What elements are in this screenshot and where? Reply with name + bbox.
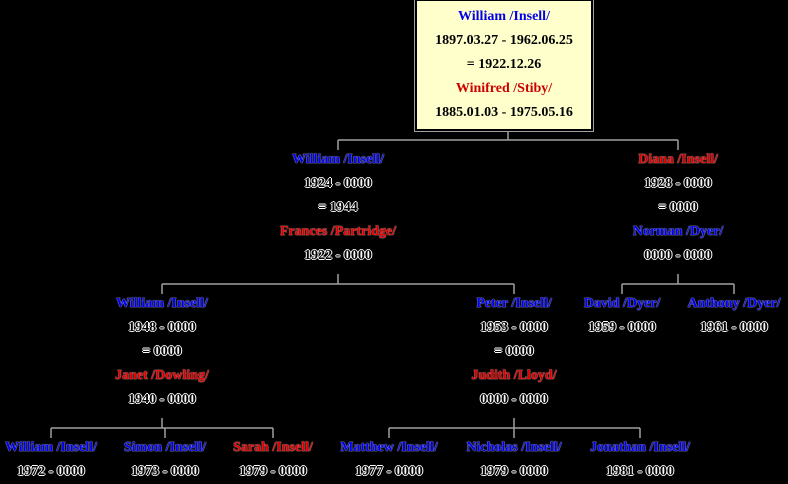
person-name[interactable]: Matthew /Insell/ bbox=[340, 440, 438, 455]
person-name[interactable]: William /Insell/ bbox=[292, 152, 384, 167]
person-name[interactable]: Jonathan /Insell/ bbox=[590, 440, 690, 455]
person-dates: 1924 - 0000 bbox=[304, 176, 372, 191]
person-dates: 1948 - 0000 bbox=[128, 320, 196, 335]
family-peter-judith: Peter /Insell/ 1953 - 0000 = 0000 Judith… bbox=[471, 292, 556, 412]
spouse-name[interactable]: Judith /Lloyd/ bbox=[471, 368, 557, 383]
connector-william-1948-children bbox=[50, 418, 274, 438]
person-dates: 1981 - 0000 bbox=[606, 464, 674, 479]
person-dates: 1928 - 0000 bbox=[644, 176, 712, 191]
person-name[interactable]: Peter /Insell/ bbox=[476, 296, 552, 311]
person-simon-insell: Simon /Insell/ 1973 - 0000 bbox=[124, 436, 206, 484]
person-name[interactable]: Sarah /Insell/ bbox=[233, 440, 313, 455]
spouse-dates: 0000 - 0000 bbox=[644, 248, 712, 263]
spouse-dates: 1940 - 0000 bbox=[128, 392, 196, 407]
person-dates: 1961 - 0000 bbox=[700, 320, 768, 335]
person-name[interactable]: Anthony /Dyer/ bbox=[687, 296, 781, 311]
spouse-name[interactable]: Frances /Partridge/ bbox=[279, 224, 397, 239]
family-william-frances: William /Insell/ 1924 - 0000 = 1944 Fran… bbox=[280, 148, 396, 268]
person-dates: 1959 - 0000 bbox=[588, 320, 656, 335]
spouse-name[interactable]: Norman /Dyer/ bbox=[632, 224, 724, 239]
spouse-dates: 0000 - 0000 bbox=[480, 392, 548, 407]
connector-root-children bbox=[337, 132, 679, 150]
spouse-name[interactable]: Winifred /Stiby/ bbox=[455, 81, 553, 96]
family-diana-norman: Diana /Insell/ 1928 - 0000 = 0000 Norman… bbox=[633, 148, 724, 268]
person-name[interactable]: Simon /Insell/ bbox=[123, 440, 207, 455]
marriage-date: = 1944 bbox=[318, 200, 358, 215]
person-name[interactable]: Nicholas /Insell/ bbox=[466, 440, 562, 455]
connector-peter-children bbox=[388, 418, 641, 438]
person-dates: 1973 - 0000 bbox=[131, 464, 199, 479]
person-name[interactable]: William /Insell/ bbox=[116, 296, 208, 311]
person-dates: 1953 - 0000 bbox=[480, 320, 548, 335]
root-family-box[interactable]: William /Insell/ 1897.03.27 - 1962.06.25… bbox=[414, 0, 594, 132]
marriage-date: = 1922.12.26 bbox=[466, 57, 542, 72]
marriage-date: = 0000 bbox=[658, 200, 698, 215]
connector-diana-children bbox=[621, 274, 735, 294]
person-jonathan-insell: Jonathan /Insell/ 1981 - 0000 bbox=[590, 436, 690, 484]
person-dates: 1972 - 0000 bbox=[17, 464, 85, 479]
person-dates: 1977 - 0000 bbox=[355, 464, 423, 479]
person-david-dyer: David /Dyer/ 1959 - 0000 bbox=[584, 292, 661, 340]
spouse-dates: 1885.01.03 - 1975.05.16 bbox=[435, 105, 573, 120]
person-name[interactable]: David /Dyer/ bbox=[583, 296, 661, 311]
person-nicholas-insell: Nicholas /Insell/ 1979 - 0000 bbox=[466, 436, 561, 484]
spouse-name[interactable]: Janet /Dowling/ bbox=[115, 368, 209, 383]
person-dates: 1897.03.27 - 1962.06.25 bbox=[435, 33, 573, 48]
person-william-insell-1972: William /Insell/ 1972 - 0000 bbox=[5, 436, 97, 484]
marriage-date: = 0000 bbox=[142, 344, 182, 359]
person-anthony-dyer: Anthony /Dyer/ 1961 - 0000 bbox=[688, 292, 781, 340]
person-dates: 1979 - 0000 bbox=[239, 464, 307, 479]
connector-william-1924-children bbox=[161, 274, 515, 294]
person-dates: 1979 - 0000 bbox=[480, 464, 548, 479]
person-name[interactable]: Diana /Insell/ bbox=[638, 152, 718, 167]
person-name[interactable]: William /Insell/ bbox=[5, 440, 97, 455]
person-name[interactable]: William /Insell/ bbox=[458, 9, 550, 24]
person-matthew-insell: Matthew /Insell/ 1977 - 0000 bbox=[340, 436, 438, 484]
spouse-dates: 1922 - 0000 bbox=[304, 248, 372, 263]
marriage-date: = 0000 bbox=[494, 344, 534, 359]
family-william-janet: William /Insell/ 1948 - 0000 = 0000 Jane… bbox=[115, 292, 209, 412]
person-sarah-insell: Sarah /Insell/ 1979 - 0000 bbox=[233, 436, 313, 484]
